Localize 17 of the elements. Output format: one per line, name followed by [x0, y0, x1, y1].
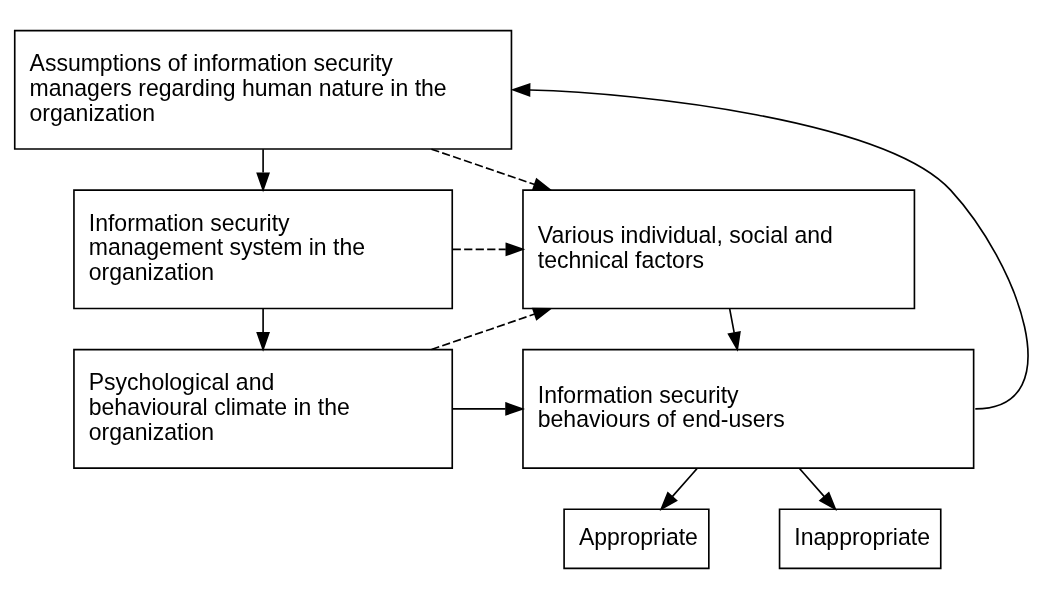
node-box: Information security management system in the organization — [73, 188, 454, 309]
node-box: Psychological and behavioural climate in the organization — [73, 348, 454, 469]
node-box: Various individual, social and technical factors — [522, 188, 916, 309]
arrow — [430, 307, 553, 350]
arrow — [798, 467, 837, 511]
arrow — [659, 467, 698, 511]
arrow — [510, 82, 1029, 410]
arrow — [430, 147, 553, 191]
node-box: Inappropriate — [778, 507, 942, 569]
arrow — [451, 401, 525, 416]
arrow — [256, 307, 270, 352]
node-box: Appropriate — [563, 507, 710, 569]
arrow — [451, 241, 526, 256]
arrow — [727, 307, 741, 352]
arrow — [256, 147, 270, 192]
node-box: Information security behaviours of end-users — [522, 348, 975, 469]
node-box: Assumptions of information security managers regarding human nature in the organization — [13, 29, 513, 150]
